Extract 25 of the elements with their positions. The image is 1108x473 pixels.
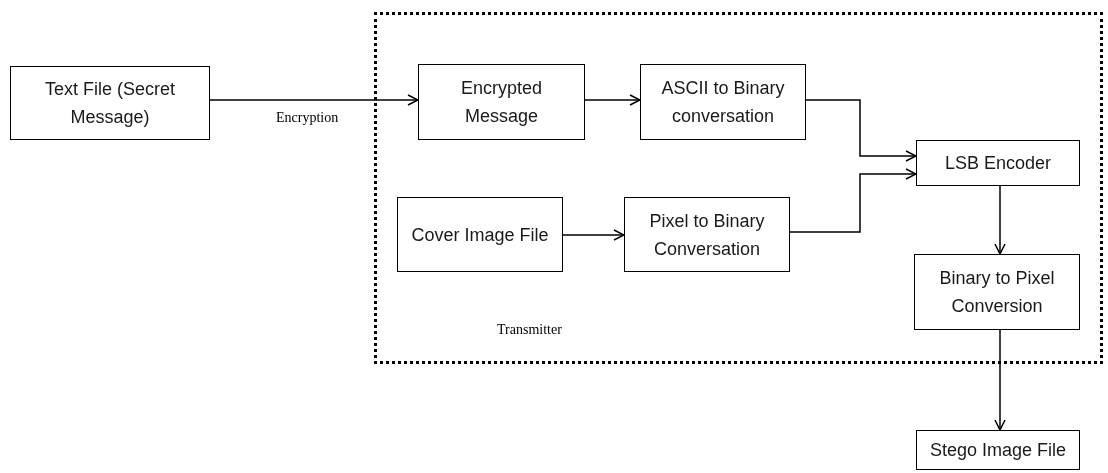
process-box <box>624 197 790 272</box>
process-box <box>418 64 585 140</box>
arrow <box>994 185 1006 255</box>
box-text: Binary to Pixel Conversion <box>938 267 1056 318</box>
box-text: LSB Encoder <box>944 152 1052 175</box>
group-label: Transmitter <box>497 321 562 339</box>
box-text: Stego Image File <box>929 439 1067 462</box>
arrow <box>562 229 625 241</box>
arrow <box>209 94 419 106</box>
process-box <box>640 64 806 140</box>
process-box <box>397 197 563 272</box>
process-box <box>916 140 1080 186</box>
arrow <box>789 168 917 233</box>
arrow <box>994 329 1006 431</box>
box-text: Text File (Secret Message) <box>43 78 176 129</box>
box-text: Cover Image File <box>411 223 549 247</box>
arrow <box>805 99 917 162</box>
box-text: Encrypted Message <box>459 77 543 128</box>
box-text: ASCII to Binary conversation <box>660 77 786 128</box>
process-box <box>914 254 1080 330</box>
process-box <box>916 430 1080 470</box>
dotted-group-frame <box>374 12 1103 364</box>
box-text: Pixel to Binary Conversation <box>648 209 766 261</box>
arrow <box>584 94 641 106</box>
process-box <box>10 66 210 140</box>
